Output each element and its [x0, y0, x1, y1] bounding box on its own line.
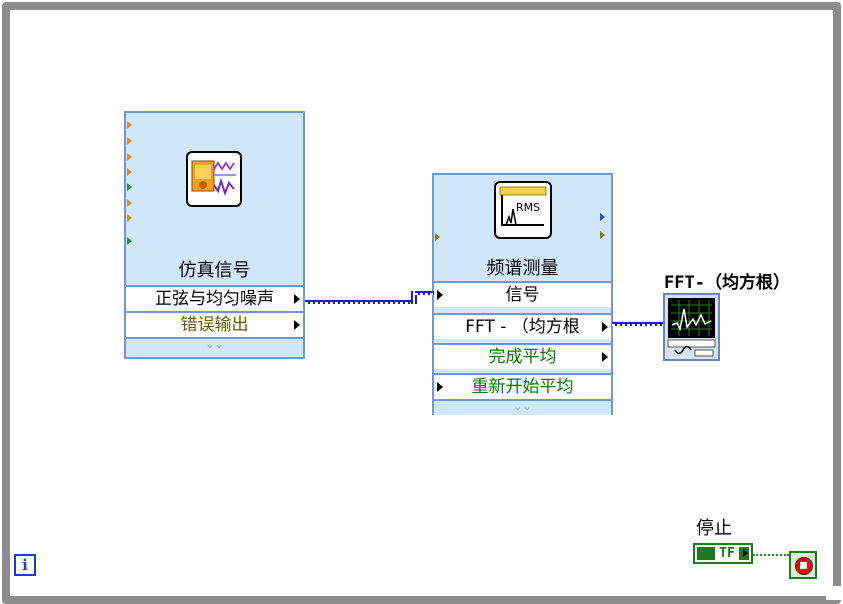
input-terminal[interactable] [127, 183, 132, 191]
rms-icon-text: RMS [516, 201, 540, 214]
output-arrow-icon [743, 549, 748, 557]
expand-chevron-icon[interactable]: ⌄⌄ [434, 399, 611, 415]
graph-label-text: FFT-（均方根） [664, 273, 790, 293]
input-label: 重新开始平均 [471, 377, 574, 397]
waveform-wire[interactable] [305, 300, 413, 304]
input-terminal[interactable] [127, 214, 132, 222]
input-terminal[interactable] [435, 233, 440, 241]
output-terminal[interactable] [600, 231, 605, 239]
output-label: 错误输出 [180, 315, 249, 335]
input-label: 信号 [505, 285, 540, 305]
fft-wire[interactable] [612, 322, 665, 326]
input-terminal[interactable] [127, 168, 132, 176]
info-icon[interactable]: i [14, 554, 36, 576]
graph-label: FFT-（均方根） [664, 268, 790, 293]
sine-noise-output-terminal[interactable]: 正弦与均匀噪声 [126, 285, 303, 311]
simulate-signal-icon [186, 151, 242, 207]
restart-averaging-terminal[interactable]: 重新开始平均 [434, 373, 611, 399]
output-label: 正弦与均匀噪声 [155, 289, 274, 309]
input-terminal[interactable] [127, 237, 132, 245]
output-arrow-icon [602, 352, 608, 362]
tf-text: TF [715, 545, 739, 562]
spectral-measurement-express-vi[interactable]: RMS 频谱测量 信号 FFT - （均方根 完成平均 重新开始平均 ⌄⌄ [432, 173, 613, 415]
simulate-signal-express-vi[interactable]: 仿真信号 正弦与均匀噪声 错误输出 ⌄⌄ [124, 111, 305, 359]
stop-button-terminal[interactable]: TF [693, 543, 753, 564]
output-label: 完成平均 [488, 347, 557, 367]
input-terminal[interactable] [127, 199, 132, 207]
input-arrow-icon [437, 382, 443, 392]
input-terminal[interactable] [127, 121, 132, 129]
fft-rms-output-terminal[interactable]: FFT - （均方根 [434, 313, 611, 339]
output-arrow-icon [294, 294, 300, 304]
stop-square [800, 562, 807, 569]
waveform-graph-icon[interactable] [663, 293, 720, 361]
input-terminal[interactable] [127, 153, 132, 161]
averaging-done-terminal[interactable]: 完成平均 [434, 343, 611, 369]
output-terminal[interactable] [600, 213, 605, 221]
stop-condition-icon[interactable] [789, 551, 817, 579]
spectral-measurement-rms-icon: RMS [494, 181, 552, 239]
input-terminal[interactable] [127, 137, 132, 145]
waveform-wire-bend[interactable] [411, 291, 417, 304]
waveform-wire[interactable] [415, 291, 434, 295]
loop-border-gap [826, 586, 843, 600]
signal-input-terminal[interactable]: 信号 [434, 281, 611, 307]
spectral-title: 频谱测量 [486, 258, 559, 279]
output-arrow-icon [294, 320, 300, 330]
sim-signal-title: 仿真信号 [178, 260, 251, 281]
output-arrow-icon [602, 322, 608, 332]
expand-chevron-icon[interactable]: ⌄⌄ [126, 337, 303, 353]
output-label: FFT - （均方根 [465, 317, 580, 337]
boolean-wire[interactable] [753, 554, 789, 556]
stop-label: 停止 [696, 518, 732, 539]
input-arrow-icon [437, 290, 443, 300]
error-out-terminal[interactable]: 错误输出 [126, 311, 303, 337]
